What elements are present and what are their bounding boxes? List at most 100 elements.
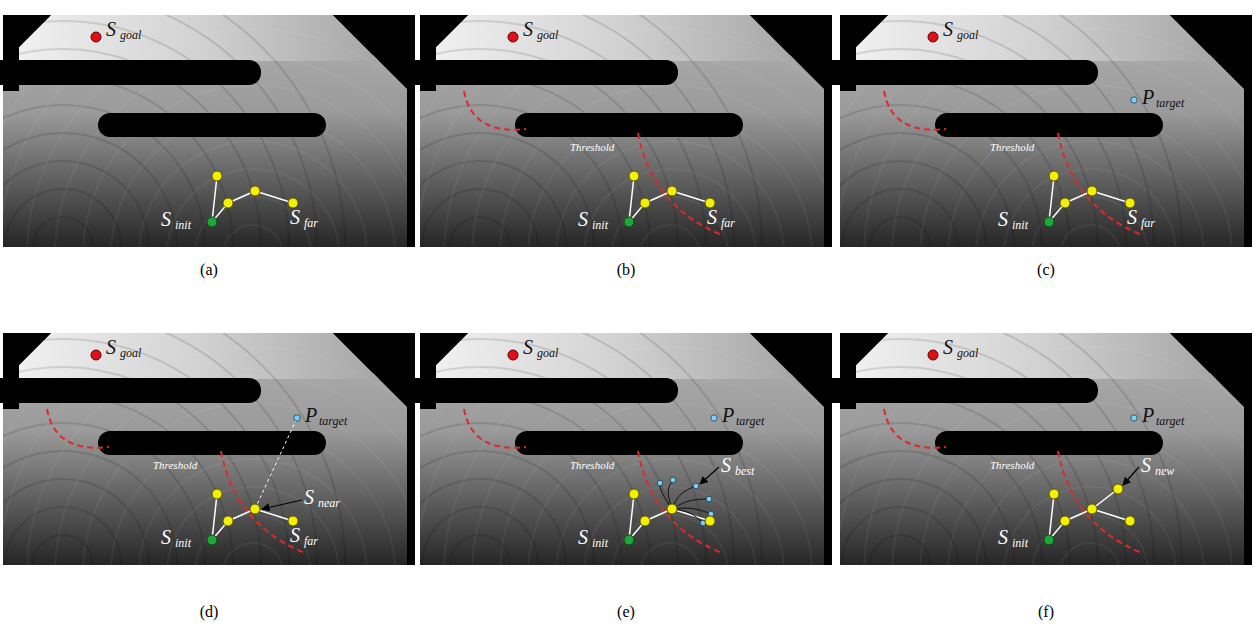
target-label: P [1142,405,1154,425]
cost-band [5,507,121,623]
cost-band [758,423,1042,639]
tree-state [667,504,677,514]
cost-band [618,283,1182,639]
cost-band [0,49,261,445]
obstacle [515,431,743,455]
goal-subscript: goal [537,347,558,359]
tree-edge [1049,494,1054,540]
cost-band [786,133,1014,361]
init-subscript: init [592,537,608,549]
threshold-line [47,409,109,448]
candidate-state [693,483,699,489]
tree-edge [1092,509,1130,521]
tree-state [1087,186,1097,196]
panel-caption: (d) [200,604,219,620]
goal-subscript: goal [120,29,141,41]
goal-subscript: goal [537,29,558,41]
cost-band [472,375,868,639]
obstacle [820,60,1098,85]
goal-state [508,350,518,360]
tree-state [1049,489,1059,499]
goal-state [91,32,101,42]
init-subscript: init [175,537,191,549]
target-point [1131,97,1137,103]
obstacle [98,113,326,137]
goal-subscript: goal [957,29,978,41]
cost-band [83,403,423,639]
panel-caption: (b) [617,262,636,278]
cost-band [0,479,149,639]
threshold-label: Threshold [990,460,1034,471]
tree-state [705,516,715,526]
tree-edge [255,191,293,203]
tree-state [250,504,260,514]
far-subscript: far [304,535,318,547]
cost-band [198,283,762,639]
cost-band [5,189,121,305]
threshold-line [1058,451,1142,553]
nearest-ray [255,418,297,509]
pointer-arrow [1123,467,1139,485]
cost-band [338,423,622,639]
target-label: P [722,405,734,425]
tree-state [212,489,222,499]
goal-subscript: goal [957,347,978,359]
goal-state [91,350,101,360]
init-state [207,535,217,545]
panel-illustration [618,283,1256,639]
cost-band [226,311,734,639]
tree-edge [255,509,293,521]
tree-state [640,516,650,526]
threshold-line [221,451,305,553]
cost-band [808,291,1256,639]
threshold-line [638,133,722,235]
target-subscript: target [1156,97,1184,109]
candidate-state [706,496,712,502]
goal-subscript: goal [120,347,141,359]
target-label: P [1142,87,1154,107]
obstacle [98,431,326,455]
state-label: S [721,455,731,475]
candidate-state [670,477,676,483]
cost-band [836,319,1256,639]
pointer-arrow [700,467,719,484]
cost-band [674,339,1126,639]
obstacle [400,60,678,85]
init-subscript: init [592,219,608,231]
state-subscript: best [735,465,754,477]
init-state [624,535,634,545]
obstacle [935,113,1163,137]
motion-primitive [672,508,711,514]
tree-state [212,171,222,181]
far-subscript: far [304,217,318,229]
panel-caption: (e) [617,604,635,620]
tree-state [667,186,677,196]
motion-primitive [672,499,709,509]
obstacle [0,60,261,85]
goal-label: S [943,337,953,357]
obstacle [400,378,678,403]
threshold-line [464,91,526,130]
obstacle [0,378,261,403]
tree-state [640,198,650,208]
cost-band [1004,169,1176,341]
goal-label: S [106,337,116,357]
cost-band [646,311,1154,639]
goal-state [508,32,518,42]
tree-edge [212,494,217,540]
candidate-state [657,480,663,486]
tree-state [629,489,639,499]
cost-band [422,507,538,623]
tree-state [1060,516,1070,526]
cost-band [948,431,1232,639]
tree-state [1125,516,1135,526]
cost-band [111,431,395,639]
target-subscript: target [319,415,347,427]
tree-state [223,198,233,208]
threshold-line [638,451,722,553]
near-subscript: near [318,497,340,509]
tree-edge [212,176,217,222]
tree-state [223,516,233,526]
goal-label: S [106,19,116,39]
